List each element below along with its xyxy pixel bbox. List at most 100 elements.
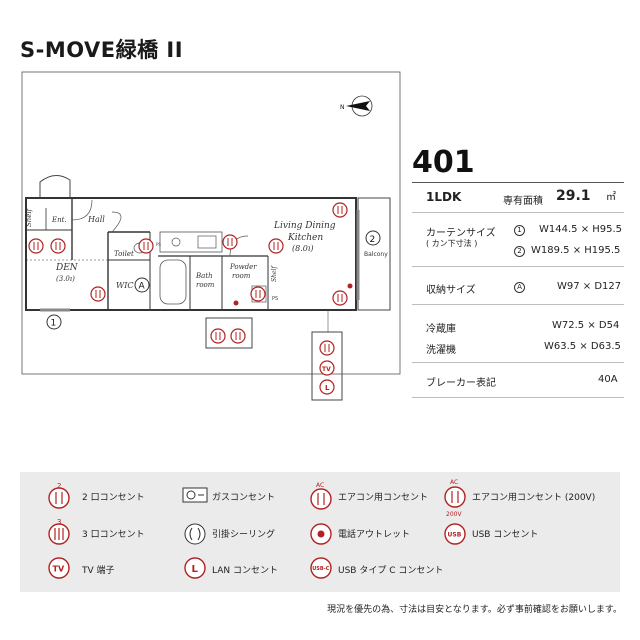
layout-type: 1LDK	[426, 190, 462, 204]
unit-number: 401	[412, 145, 475, 180]
curtain-1-size: W144.5 × H95.5	[539, 224, 623, 235]
storage-label: 収納サイズ	[426, 285, 476, 296]
ac-200v-outlet-icon: AC 200V	[444, 479, 466, 518]
curtain-2-mark: 2	[514, 246, 525, 257]
outlet-marker	[268, 238, 284, 254]
fridge-label: 冷蔵庫	[426, 324, 456, 335]
ent-label: Ent.	[51, 216, 67, 224]
ldk-label: Living Dining	[273, 221, 336, 231]
ldk-size: (8.0ı)	[292, 244, 314, 253]
shelf-left-label: Shelf	[25, 207, 33, 227]
usb-c-outlet-icon: USB-C	[310, 557, 332, 579]
outlet-marker	[28, 238, 44, 254]
storage-size: W97 × D127	[557, 281, 622, 292]
meter-box	[311, 331, 343, 401]
ps-label-1: PS	[156, 242, 161, 247]
outlet-marker	[210, 328, 226, 344]
ldk-label-2: Kitchen	[287, 233, 323, 243]
legend-usb: USB コンセント	[472, 530, 539, 540]
ac-outlet-icon: AC	[310, 482, 332, 510]
ceiling-fixture-icon	[184, 523, 206, 545]
tv-outlet-tag: TV	[322, 366, 331, 373]
page-title: S-MOVE緑橋 II	[20, 38, 184, 62]
legend-usb-c: USB タイプ C コンセント	[338, 566, 444, 576]
outlet-marker	[90, 286, 106, 302]
balcony-label: Balcony	[364, 251, 388, 258]
legend-lan: LAN コンセント	[212, 566, 278, 576]
phone-outlet-icon	[310, 523, 332, 545]
outlet-3-num: 3	[57, 518, 61, 526]
outlet-marker	[250, 286, 266, 302]
ac200-tag: AC	[450, 479, 458, 486]
unit-outline	[25, 197, 357, 311]
washer-label: 洗濯機	[426, 345, 456, 356]
outlet-marker	[222, 234, 238, 250]
outlet-2-icon: 2	[48, 482, 70, 509]
outlet-marker	[332, 202, 348, 218]
lan-outlet-tag: L	[325, 384, 330, 392]
storage-mark: A	[514, 282, 525, 293]
legend-ac: エアコン用コンセント	[338, 493, 429, 503]
wic-mark: A	[139, 282, 146, 292]
breaker-label: ブレーカー表記	[426, 378, 496, 389]
legend-tv: TV 端子	[82, 566, 115, 576]
lan-tag: L	[192, 564, 199, 575]
bath-label-2: room	[196, 281, 215, 289]
curtain-label: カーテンサイズ	[426, 228, 496, 239]
curtain-1-mark: 1	[514, 225, 525, 236]
curtain-mark-1: 1	[51, 319, 57, 329]
legend-phone: 電話アウトレット	[338, 530, 411, 540]
svg-text:N: N	[340, 104, 345, 111]
fridge-size: W72.5 × D54	[552, 320, 620, 331]
shelf-right-label: Shelf	[271, 265, 278, 282]
outlet-3-icon: 3	[48, 518, 70, 545]
footnote: 現況を優先の為、寸法は目安となります。必ず事前確認をお願いします。	[327, 605, 622, 615]
compass-icon: N	[340, 95, 373, 117]
den-label: DEN	[55, 263, 79, 273]
den-size: (3.0ı)	[56, 275, 75, 283]
entrance-outline	[39, 175, 71, 198]
outlet-marker	[230, 328, 246, 344]
area-value: 29.1	[556, 188, 591, 204]
tv-tag: TV	[53, 565, 65, 574]
ac200-volt: 200V	[446, 511, 462, 518]
lan-outlet-icon: L	[184, 557, 206, 579]
legend-panel: 2 2 口コンセント ガスコンセント AC エアコン用コンセント AC 200V…	[20, 472, 620, 592]
outlet-marker	[138, 238, 154, 254]
legend-outlet-3: 3 口コンセント	[82, 530, 145, 540]
gas-outlet-icon	[182, 487, 208, 503]
outlet-marker	[332, 290, 348, 306]
powder-label-2: room	[232, 272, 251, 280]
phone-outlet-marker	[347, 283, 353, 289]
outlet-marker	[319, 340, 335, 356]
site-boundary	[21, 71, 401, 375]
wic-label: WIC	[116, 281, 134, 290]
washer-size: W63.5 × D63.5	[544, 341, 621, 352]
outlet-marker	[319, 360, 335, 376]
breaker-value: 40A	[598, 374, 618, 385]
legend-gas: ガスコンセント	[212, 493, 276, 503]
tv-outlet-icon: TV	[48, 557, 70, 579]
toilet-label: Toilet	[114, 250, 134, 258]
outdoor-unit	[205, 317, 253, 349]
outlet-marker	[50, 238, 66, 254]
curtain-sub-label: ( カン下寸法 )	[426, 239, 478, 248]
outlet-marker	[319, 379, 335, 395]
curtain-2-size: W189.5 × H195.5	[531, 245, 621, 256]
usb-tag: USB	[448, 532, 462, 539]
usbc-tag: USB-C	[312, 566, 330, 572]
bath-label: Bath	[195, 272, 213, 280]
phone-outlet-marker	[233, 300, 239, 306]
legend-outlet-2: 2 口コンセント	[82, 493, 145, 503]
ps-label-2: PS	[272, 296, 278, 302]
area-label: 専有面積	[503, 196, 543, 207]
floor-plan: N Shelf Ent. Hall Toilet DEN (3.0ı) WIC …	[21, 71, 401, 401]
legend-ac-200v: エアコン用コンセント (200V)	[472, 493, 596, 503]
outlet-2-num: 2	[57, 482, 61, 490]
legend-ceiling: 引掛シーリング	[212, 530, 276, 540]
area-unit: ㎡	[606, 192, 616, 203]
curtain-mark-2: 2	[370, 235, 376, 245]
ac-tag: AC	[316, 482, 324, 489]
usb-outlet-icon: USB	[444, 523, 466, 545]
powder-label: Powder	[229, 263, 257, 271]
